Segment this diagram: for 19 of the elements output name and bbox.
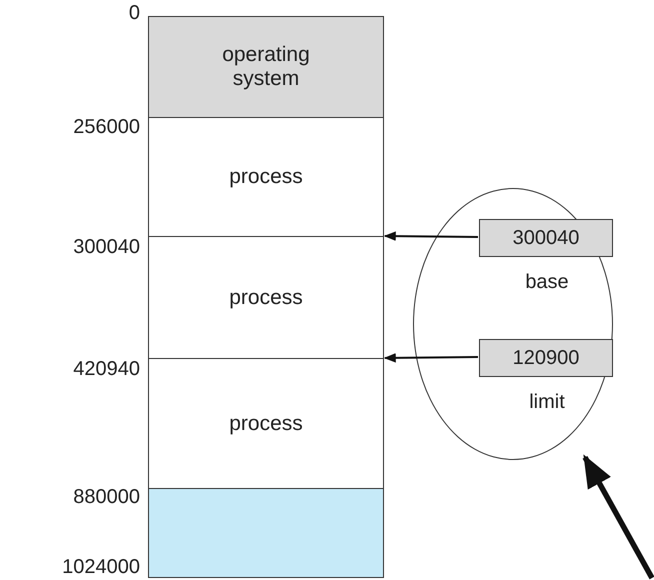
register-box: 300040 [479, 219, 613, 257]
register-ellipse [413, 188, 613, 460]
memory-partition: process [148, 236, 384, 359]
arrow [384, 231, 478, 241]
memory-partition: process [148, 358, 384, 489]
address-label: 420940 [72, 358, 140, 381]
register-name: base [524, 271, 570, 294]
memory-partition: process [148, 117, 384, 237]
memory-partition: operating system [148, 16, 384, 118]
arrow [582, 454, 654, 580]
address-label: 0 [128, 2, 140, 25]
address-label: 880000 [72, 486, 140, 509]
address-label: 1024000 [61, 556, 140, 579]
memory-block [148, 488, 384, 578]
register-name: limit [528, 391, 566, 414]
arrow [384, 353, 478, 363]
address-label: 256000 [72, 116, 140, 139]
register-box: 120900 [479, 339, 613, 377]
address-label: 300040 [72, 236, 140, 259]
